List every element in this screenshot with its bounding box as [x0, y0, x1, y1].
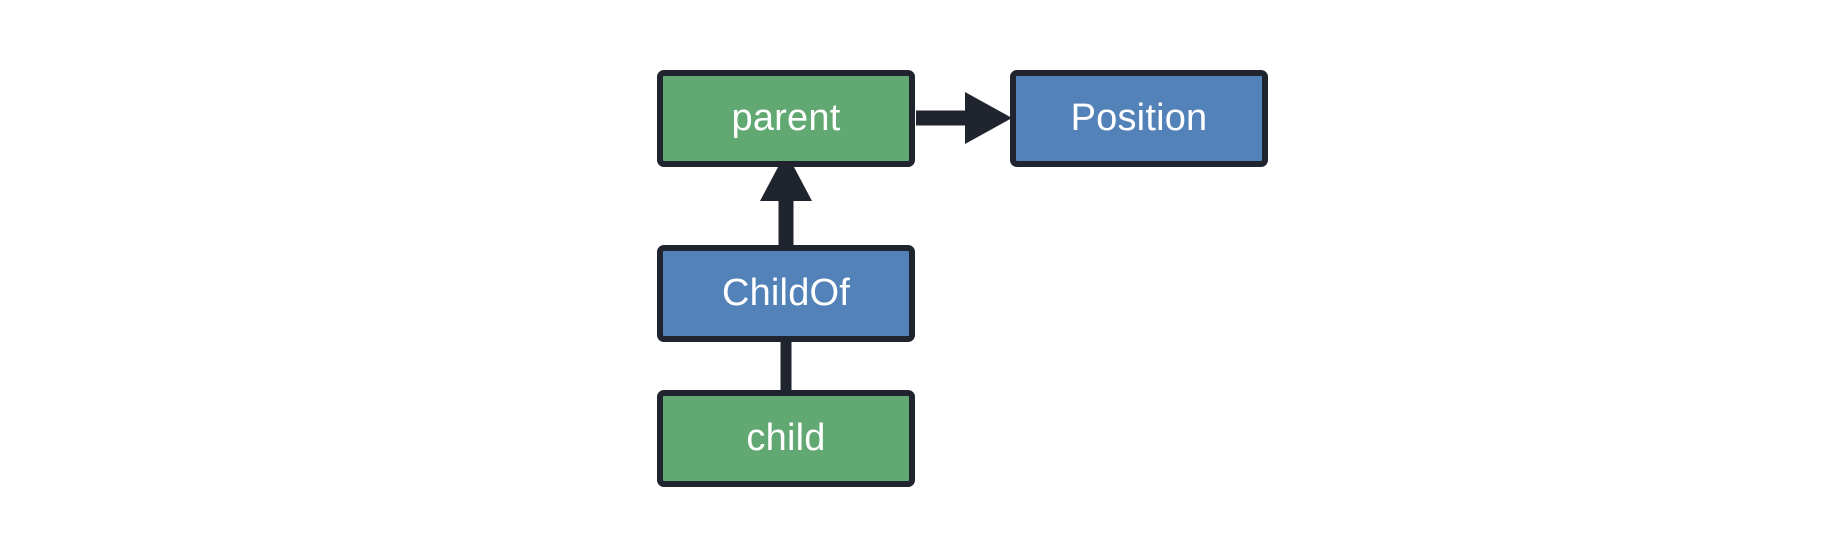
- node-child-label: child: [746, 416, 826, 459]
- node-position-label: Position: [1070, 96, 1208, 139]
- edge-parent-to-position-arrowhead: [965, 92, 1012, 144]
- node-parent-label: parent: [731, 96, 841, 139]
- node-childof-label: ChildOf: [721, 271, 851, 314]
- node-child[interactable]: child: [657, 390, 915, 487]
- node-position[interactable]: Position: [1010, 70, 1268, 167]
- node-parent[interactable]: parent: [657, 70, 915, 167]
- node-childof[interactable]: ChildOf: [657, 245, 915, 342]
- edge-parent-to-position: [916, 92, 1012, 144]
